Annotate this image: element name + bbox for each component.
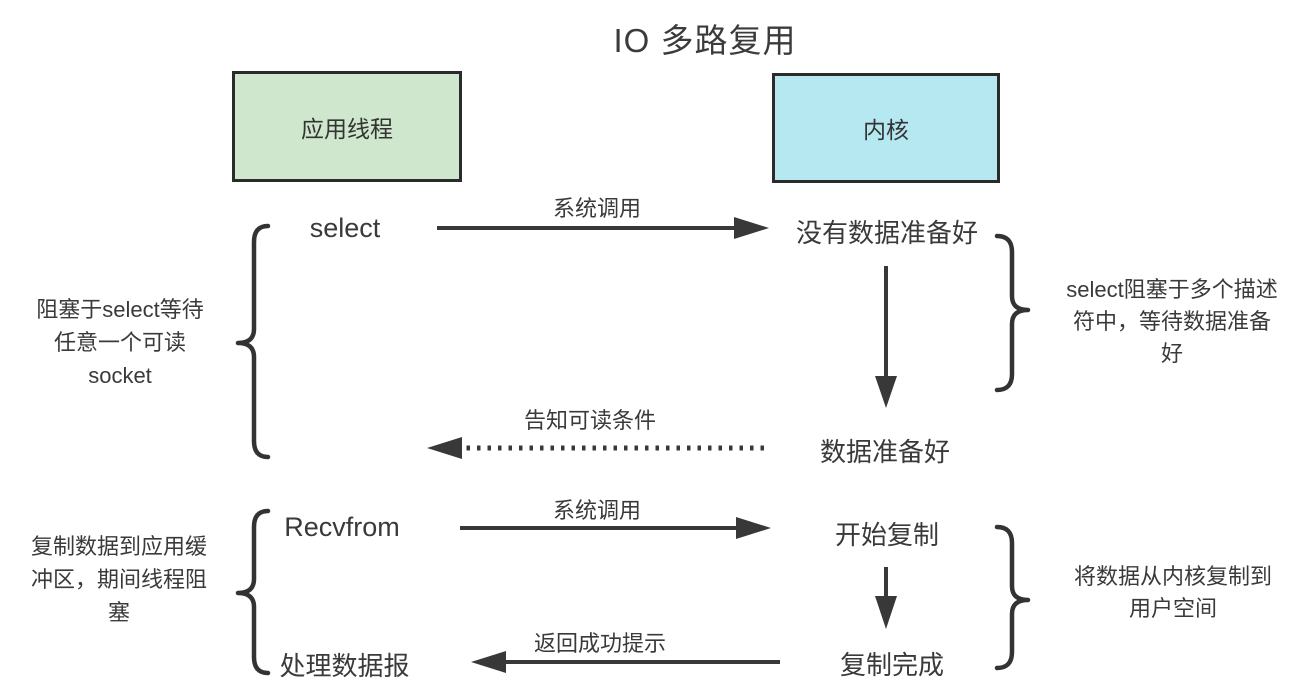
kernel-wait-arrow bbox=[875, 266, 897, 408]
node-recvfrom: Recvfrom bbox=[284, 512, 400, 542]
node-process-datagram: 处理数据报 bbox=[279, 651, 410, 681]
right-top-brace bbox=[994, 233, 1031, 393]
annotation-right-top: select阻塞于多个描述 符中，等待数据准备 好 bbox=[1066, 277, 1278, 366]
app-thread-box: 应用线程 bbox=[232, 71, 462, 182]
node-no-data-ready: 没有数据准备好 bbox=[795, 218, 978, 248]
label-syscall-select: 系统调用 bbox=[552, 196, 641, 221]
node-data-ready: 数据准备好 bbox=[819, 437, 950, 467]
notify-readable-arrow bbox=[427, 437, 764, 459]
node-copy-done: 复制完成 bbox=[839, 650, 944, 680]
annotation-left-top: 阻塞于select等待 任意一个可读 socket bbox=[36, 297, 204, 388]
kernel-copy-arrow bbox=[875, 567, 897, 629]
annotation-left-bottom: 复制数据到应用缓 冲区，期间线程阻 塞 bbox=[30, 534, 207, 625]
label-return-success: 返回成功提示 bbox=[533, 631, 666, 656]
diagram-title: IO 多路复用 bbox=[613, 22, 797, 59]
node-select: select bbox=[309, 213, 381, 243]
node-copy-start: 开始复制 bbox=[834, 520, 939, 550]
label-notify-readable: 告知可读条件 bbox=[523, 408, 656, 433]
right-bottom-brace bbox=[994, 524, 1031, 671]
app-thread-label: 应用线程 bbox=[301, 115, 393, 142]
annotation-right-bottom: 将数据从内核复制到 用户空间 bbox=[1073, 564, 1272, 621]
left-top-brace bbox=[235, 223, 271, 460]
label-syscall-recvfrom: 系统调用 bbox=[552, 498, 641, 523]
kernel-label: 内核 bbox=[863, 117, 909, 143]
kernel-box: 内核 bbox=[772, 73, 1000, 183]
